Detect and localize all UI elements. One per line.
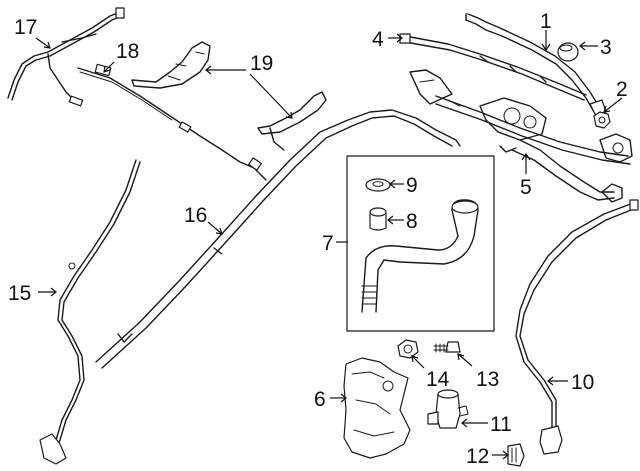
callout-12: 12 [466,445,489,468]
callout-9: 9 [406,174,418,197]
leader-13 [457,353,473,367]
leader-17 [35,37,51,49]
callout-6: 6 [314,388,326,411]
hose-long [95,109,461,369]
rear-hose [515,199,639,455]
leader-14 [411,355,425,369]
callout-13: 13 [476,368,499,391]
arm-nut [593,111,611,129]
callout-14: 14 [426,368,450,391]
bracket [131,41,327,151]
leader-lines [35,30,623,460]
leader-18 [103,61,115,73]
callout-16: 16 [184,204,207,227]
callout-4: 4 [372,28,384,51]
callout-5: 5 [520,176,532,199]
linkage-motor-assembly [409,69,633,203]
callout-19: 19 [250,52,273,75]
callout-3: 3 [600,36,612,59]
callout-7: 7 [322,232,334,255]
grommet-sleeve [369,207,387,231]
callout-8: 8 [406,210,418,233]
filler-neck-kit [361,199,479,313]
wiper-arm [465,13,607,117]
leader-2 [603,97,623,113]
callout-18: 18 [116,40,139,63]
wiper-blade [399,33,587,101]
washer-pump [427,389,469,429]
hose-upper [7,7,125,107]
nut [397,339,419,359]
callout-2: 2 [616,78,628,101]
level-sensor [507,443,525,467]
arm-cap [557,42,579,62]
callout-labels: 1 2 3 4 5 6 7 8 9 10 11 12 13 14 15 16 1… [8,10,628,468]
hose-nozzle [77,63,267,181]
leader-16 [207,221,223,235]
callout-11: 11 [490,413,512,436]
leader-19 [206,69,293,119]
callout-1: 1 [540,10,552,33]
callout-15: 15 [8,282,31,305]
hose-left [39,159,141,465]
bolt [433,341,461,353]
callout-10: 10 [571,371,594,394]
washer-reservoir [343,357,411,459]
callout-17: 17 [14,16,37,39]
seal-washer [365,178,391,192]
